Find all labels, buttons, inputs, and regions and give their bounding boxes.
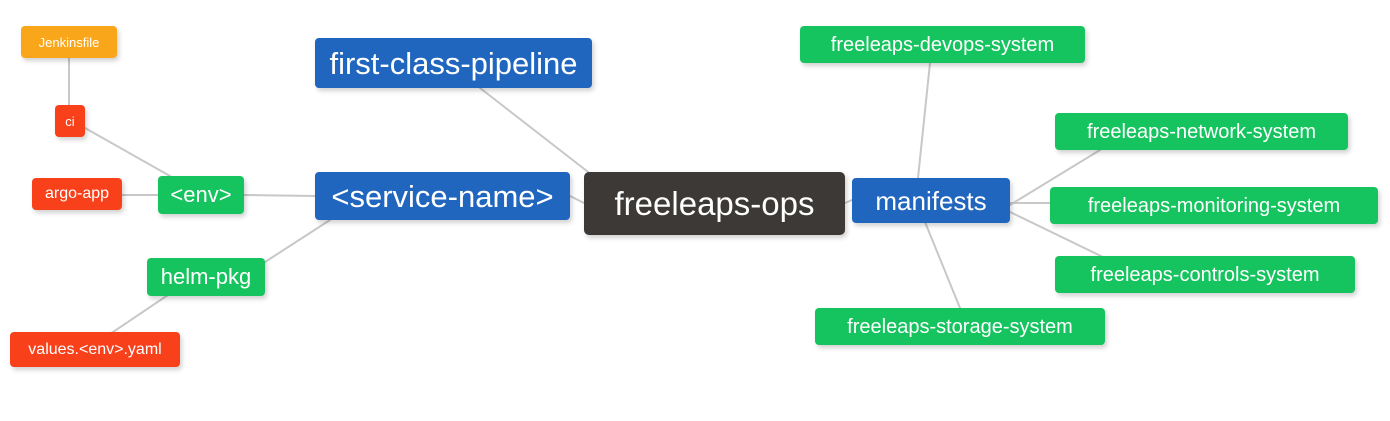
- mindmap-node-values-yaml[interactable]: values.<env>.yaml: [10, 332, 180, 367]
- mindmap-node-storage-system[interactable]: freeleaps-storage-system: [815, 308, 1105, 345]
- mindmap-node-helm-pkg[interactable]: helm-pkg: [147, 258, 265, 296]
- mindmap-node-monitoring-system[interactable]: freeleaps-monitoring-system: [1050, 187, 1378, 224]
- edge-root-to-first-class-pipeline: [479, 87, 593, 176]
- mindmap-node-argo-app[interactable]: argo-app: [32, 178, 122, 210]
- mindmap-node-manifests[interactable]: manifests: [852, 178, 1010, 223]
- mindmap-node-first-class-pipeline[interactable]: first-class-pipeline: [315, 38, 592, 88]
- edge-root-to-manifests: [844, 199, 853, 204]
- mindmap-node-ci[interactable]: ci: [55, 105, 85, 137]
- edge-service-name-to-env: [243, 194, 316, 197]
- mindmap-node-devops-system[interactable]: freeleaps-devops-system: [800, 26, 1085, 63]
- mindmap-node-service-name[interactable]: <service-name>: [315, 172, 570, 220]
- mindmap-node-env[interactable]: <env>: [158, 176, 244, 214]
- mindmap-node-jenkinsfile[interactable]: Jenkinsfile: [21, 26, 117, 58]
- edge-manifests-to-devops-system: [917, 62, 931, 179]
- edge-root-to-service-name: [569, 195, 585, 204]
- edge-manifests-to-storage-system: [924, 221, 961, 309]
- edge-env-to-ci: [84, 127, 171, 177]
- edge-service-name-to-helm-pkg: [264, 219, 331, 263]
- edge-helm-pkg-to-values-yaml: [109, 294, 169, 335]
- mindmap-node-controls-system[interactable]: freeleaps-controls-system: [1055, 256, 1355, 293]
- mindmap-node-root[interactable]: freeleaps-ops: [584, 172, 845, 235]
- mindmap-node-network-system[interactable]: freeleaps-network-system: [1055, 113, 1348, 150]
